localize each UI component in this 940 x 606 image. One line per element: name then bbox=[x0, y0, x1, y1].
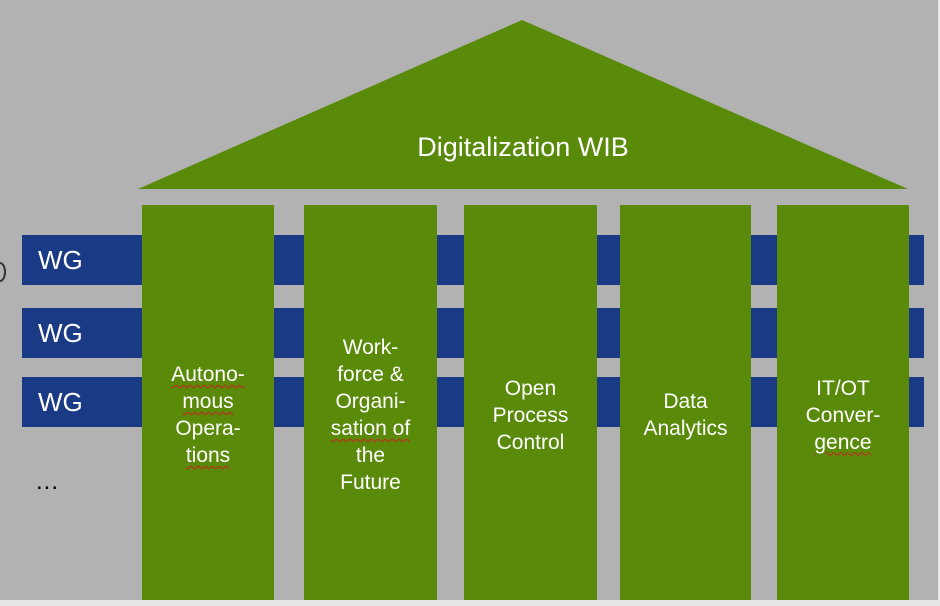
pillar-label-line: Open bbox=[504, 376, 557, 400]
edge-circle-fragment bbox=[0, 262, 6, 282]
pillar-label-line: Control bbox=[496, 430, 565, 454]
pillar-label-line: Work- bbox=[342, 336, 399, 359]
pillar-label-line: Organi- bbox=[335, 390, 406, 413]
pillar-label-line: Future bbox=[340, 471, 401, 494]
diagram-title: Digitalization WIB bbox=[417, 132, 629, 162]
pillar-label-line: Data bbox=[663, 390, 708, 413]
pillar-label-line: the bbox=[355, 444, 386, 467]
roof-triangle bbox=[138, 20, 908, 189]
pillar-label-line: force & bbox=[337, 363, 404, 386]
pillar-label-line: Opera- bbox=[175, 417, 241, 440]
pillar-label: IT/OT Conver-gence bbox=[806, 375, 881, 456]
roof bbox=[138, 20, 908, 189]
working-group-label: WG bbox=[38, 387, 83, 417]
pillar-label-line: sation of bbox=[330, 417, 411, 440]
pillar-label-line: IT/OT bbox=[816, 376, 870, 400]
pillar-label-line: Analytics bbox=[643, 417, 728, 440]
pillar-label-line: Autono- bbox=[171, 363, 245, 386]
pillar-label-line: tions bbox=[185, 444, 231, 467]
working-group-label: WG bbox=[38, 318, 83, 348]
pillar-label-line: Conver- bbox=[805, 403, 881, 427]
pillar-label-line: gence bbox=[814, 430, 872, 454]
more-working-groups-ellipsis: ... bbox=[36, 468, 60, 495]
pillar-it-ot-convergence: IT/OT Conver-gence bbox=[777, 205, 909, 600]
pillar-label-line: mous bbox=[182, 390, 234, 413]
working-group-label: WG bbox=[38, 245, 83, 275]
pillar-label-line: Process bbox=[492, 403, 569, 427]
